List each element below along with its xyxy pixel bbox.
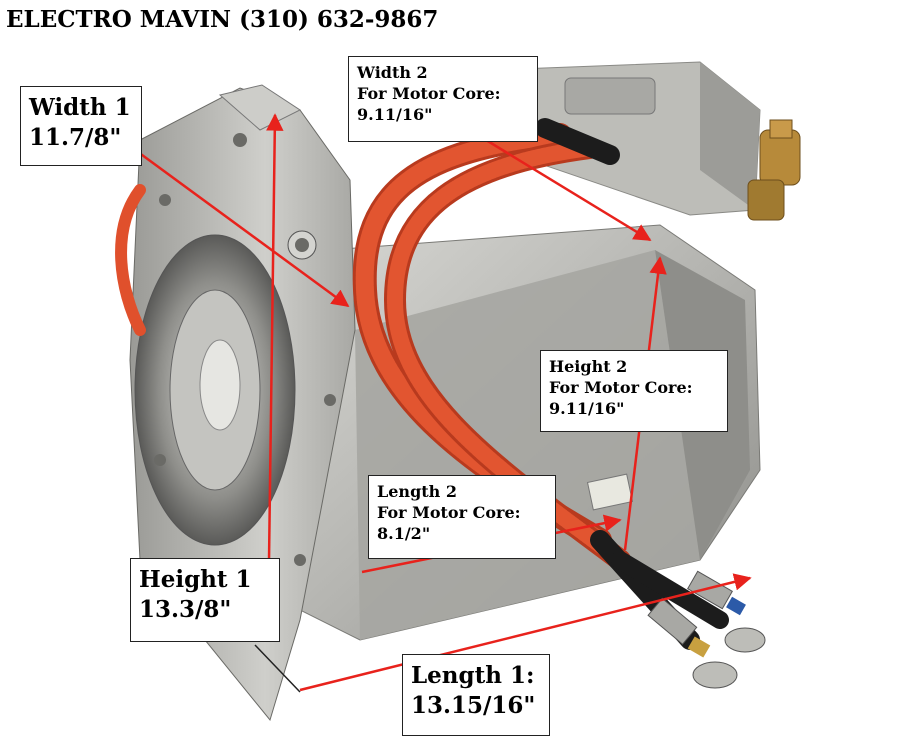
height1-label: Height 1 13.3/8" — [130, 558, 280, 642]
brass-fitting — [747, 119, 801, 221]
cable-terminals — [535, 118, 766, 689]
width1-arrow — [137, 150, 350, 308]
length1-label: Length 1: 13.15/16" — [402, 654, 550, 736]
junction-box — [489, 61, 761, 216]
width2-label: Width 2 For Motor Core: 9.11/16" — [348, 56, 538, 142]
height1-arrow — [266, 113, 284, 636]
left-hose — [115, 184, 146, 336]
width1-label: Width 1 11.7/8" — [20, 86, 142, 166]
height2-label: Height 2 For Motor Core: 9.11/16" — [540, 350, 728, 432]
length1-tick — [254, 644, 301, 693]
length2-label: Length 2 For Motor Core: 8.1/2" — [368, 475, 556, 559]
page-title: ELECTRO MAVIN (310) 632-9867 — [6, 6, 439, 33]
length1-arrow — [299, 573, 752, 692]
